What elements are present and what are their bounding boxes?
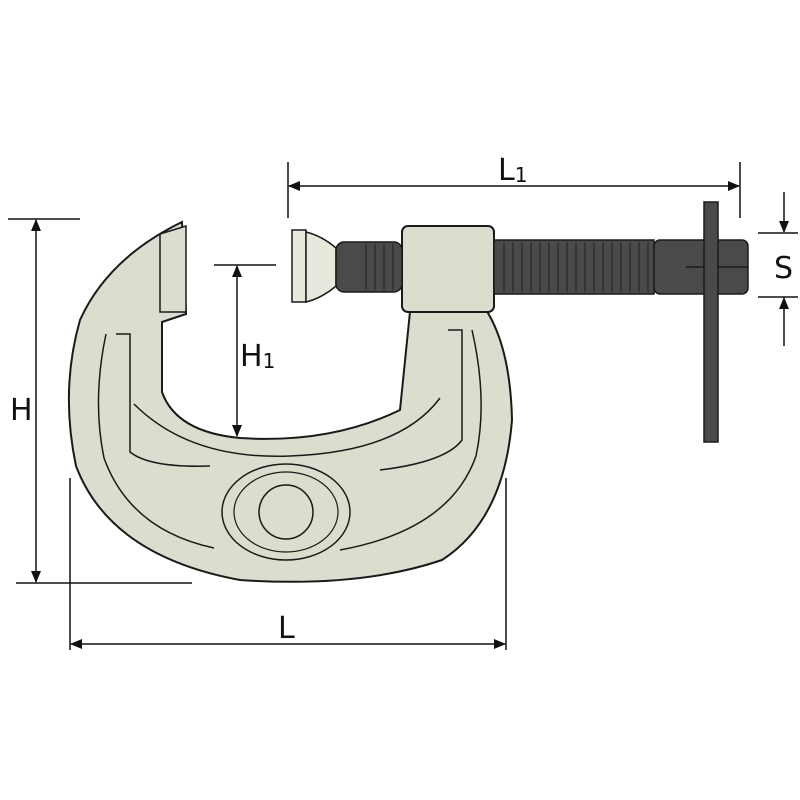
dim-label-l: L [278, 611, 295, 646]
frame-rib-right-outer [339, 329, 482, 551]
dim-label-s: S [774, 251, 793, 286]
dim-label-h: H [10, 393, 33, 428]
frame-channel [133, 397, 441, 458]
dim-label-h1: H1 [240, 339, 275, 374]
swivel-pad-cone [305, 231, 337, 303]
frame-boss-inner [233, 471, 339, 553]
dimension-lines [8, 162, 798, 650]
screw-rod-right [493, 239, 655, 295]
frame-rib-left-outer [97, 333, 215, 549]
dim-label-l1: L1 [498, 153, 527, 188]
thread-lines [365, 242, 649, 292]
frame-rib-right [379, 329, 463, 471]
screw-boss [401, 225, 495, 313]
frame-rib-left [116, 333, 211, 467]
clamp-frame [67, 220, 514, 583]
upper-jaw-slot [159, 224, 187, 313]
clamp-screw [291, 201, 749, 443]
swivel-pad [291, 229, 307, 303]
screw-rod-left [335, 241, 403, 293]
frame-boss-hub [258, 484, 314, 540]
t-handle [703, 201, 719, 443]
